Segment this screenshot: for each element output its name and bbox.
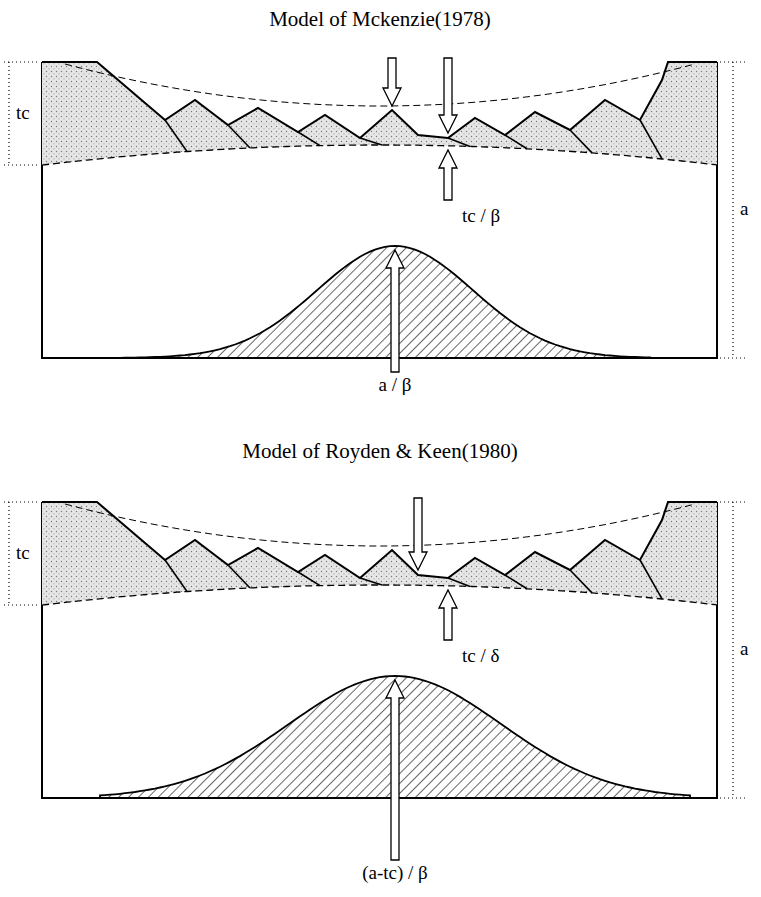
fault-line — [228, 125, 250, 148]
fault-line — [298, 132, 320, 146]
dimension-line — [4, 604, 40, 605]
dimension-line — [720, 61, 748, 62]
surface-dashed — [65, 64, 695, 106]
fault-line — [360, 578, 382, 585]
fault-block-surface — [42, 62, 717, 138]
dimension-label: a — [738, 198, 750, 220]
dimension-line — [720, 357, 748, 358]
fault-line — [298, 572, 320, 586]
dimension-line — [732, 62, 733, 358]
fault-line — [165, 120, 187, 152]
dimension-label: a — [738, 638, 750, 660]
fault-line — [505, 575, 527, 589]
hollow-arrow — [409, 498, 427, 570]
fault-block-surface — [42, 502, 717, 578]
fault-line — [570, 130, 592, 153]
fault-line — [448, 578, 470, 586]
hollow-arrow — [439, 590, 457, 640]
dimension-label: tc — [14, 102, 32, 124]
dimension-label: tc / δ — [460, 645, 501, 667]
moho-dashed — [42, 145, 717, 165]
dimension-line — [720, 797, 748, 798]
dimension-line — [4, 164, 40, 165]
dimension-line — [720, 501, 748, 502]
dimension-label: (a-tc) / β — [360, 862, 430, 884]
surface-dashed — [65, 504, 695, 546]
fault-line — [448, 138, 470, 146]
fault-line — [165, 560, 187, 592]
dimension-line — [8, 62, 9, 165]
lithosphere-outline — [42, 502, 717, 798]
fault-line — [505, 135, 527, 149]
asthenosphere-upwelling — [115, 246, 650, 358]
fault-line — [228, 565, 250, 588]
crust — [42, 502, 717, 605]
dimension-label: tc — [14, 542, 32, 564]
panel-title: Model of Mckenzie(1978) — [267, 8, 493, 30]
dimension-line — [732, 502, 733, 798]
hollow-arrow — [439, 150, 457, 200]
hollow-arrow — [386, 250, 404, 372]
hollow-arrow — [439, 58, 457, 133]
fault-line — [640, 560, 662, 599]
dimension-label: tc / β — [460, 205, 502, 227]
crust — [42, 62, 717, 165]
moho-dashed — [42, 585, 717, 605]
hollow-arrow — [383, 58, 401, 106]
fault-line — [570, 570, 592, 593]
hollow-arrow — [386, 680, 404, 860]
dimension-label: a / β — [377, 374, 414, 396]
lithosphere-outline — [42, 62, 717, 358]
dimension-line — [8, 502, 9, 605]
fault-line — [360, 138, 382, 145]
fault-line — [640, 120, 662, 159]
panel-title: Model of Royden & Keen(1980) — [240, 440, 519, 462]
